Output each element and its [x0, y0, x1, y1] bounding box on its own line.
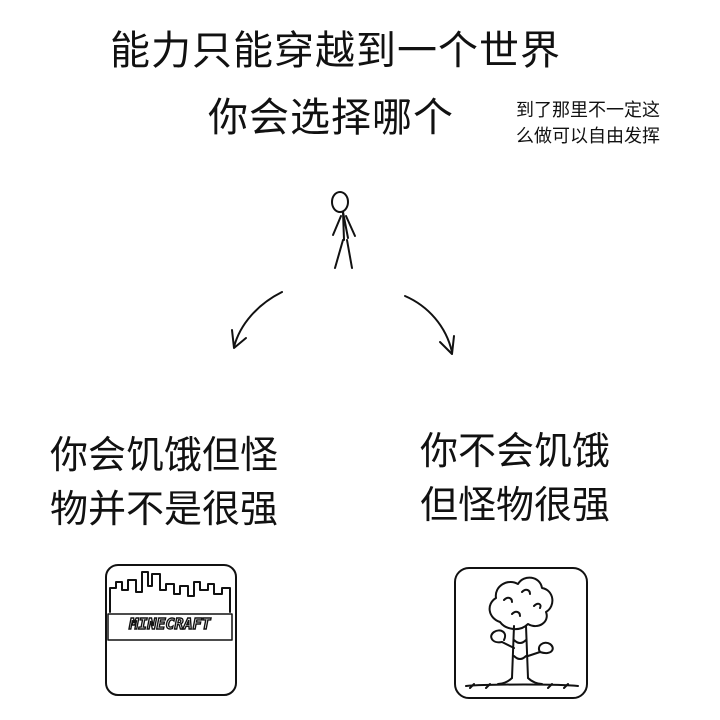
side-note-line-1: 到了那里不一定这: [516, 100, 660, 121]
stick-figure-icon: [331, 191, 356, 269]
option-left-line-2: 物并不是很强: [50, 487, 279, 531]
side-note-line-2: 么做可以自由发挥: [516, 126, 660, 147]
option-right-line-1: 你不会饥饿: [420, 429, 611, 473]
title-line-1: 能力只能穿越到一个世界: [110, 28, 561, 74]
minecraft-logo-text: MINECRAFT: [129, 614, 212, 633]
option-left-line-1: 你会饥饿但怪: [50, 433, 279, 477]
arrow-left-icon: [231, 291, 283, 349]
option-right-line-2: 但怪物很强: [420, 483, 611, 527]
arrow-right-icon: [404, 295, 455, 355]
minecraft-logo-icon: [105, 564, 237, 696]
terraria-tree-icon: [454, 567, 588, 699]
title-line-2: 你会选择哪个: [208, 95, 454, 141]
side-note: 到了那里不一定这 么做可以自由发挥: [516, 98, 660, 150]
option-right-text: 你不会饥饿 但怪物很强: [420, 424, 610, 532]
option-left-text: 你会饥饿但怪 物并不是很强: [50, 428, 278, 536]
